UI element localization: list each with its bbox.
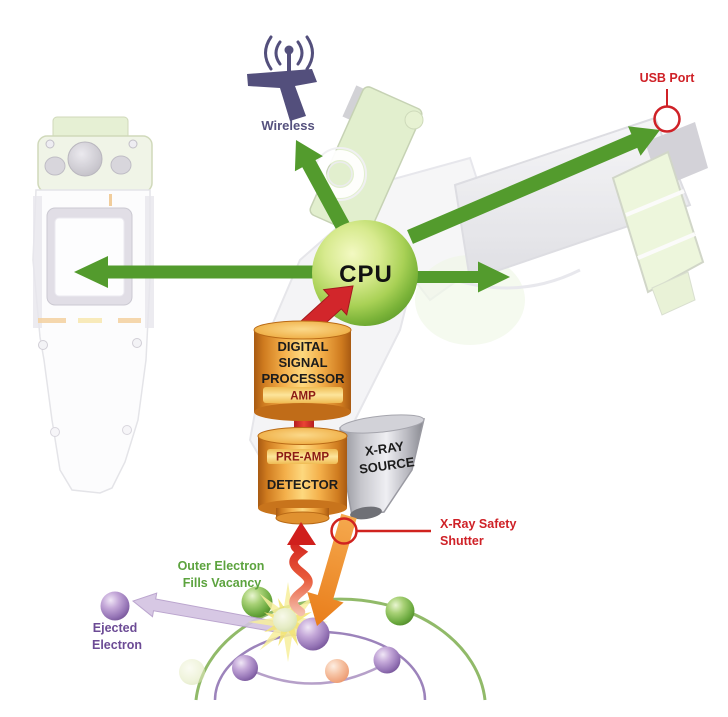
screw: [38, 340, 48, 350]
dsp-bottom: [254, 403, 351, 421]
shutter-label-2: Shutter: [440, 534, 484, 548]
cpu-label: CPU: [339, 261, 393, 288]
electron-green: [385, 596, 415, 626]
preamp-band: [267, 449, 338, 464]
detector-top: [257, 427, 348, 445]
rear-device-dash: [38, 318, 66, 323]
arrow-fluorescence: [287, 522, 316, 617]
ejected-electron-sphere: [100, 591, 130, 621]
battery-seam: [637, 232, 696, 260]
dsp-top: [253, 320, 352, 340]
usb-port-label: USB Port: [640, 71, 696, 85]
fluorescence-squiggle: [289, 538, 313, 617]
outer-electron-label-1: Outer Electron: [178, 559, 265, 573]
rear-device-screen: [54, 217, 125, 297]
shutter-marker: X-Ray Safety Shutter: [330, 517, 516, 548]
atom-diagram: [100, 582, 487, 701]
detector-block: PRE-AMP DETECTOR: [257, 427, 348, 525]
rear-device-button: [44, 156, 66, 176]
handheld-glyph: [247, 69, 317, 121]
amp-band: [263, 387, 343, 403]
lower-shell-arc: [239, 659, 391, 685]
rear-device-indicator: [109, 194, 112, 206]
arrow-cpu-to-wireless: [294, 140, 352, 234]
screw: [122, 425, 132, 435]
xray-source-nozzle: [350, 506, 382, 520]
screw: [132, 338, 142, 348]
dsp-label-1: DIGITAL: [277, 339, 328, 354]
vacancy-electron: [273, 608, 297, 632]
electron-purple: [373, 646, 401, 674]
rear-device-knob: [67, 141, 103, 177]
rear-device-side-rail: [33, 196, 42, 328]
carry-loop-inner: [327, 161, 353, 187]
xray-source: X-RAY SOURCE: [339, 414, 425, 520]
arrow-cpu-to-display: [74, 256, 335, 288]
electron-green: [241, 586, 273, 618]
usb-port-circle-icon: [653, 105, 681, 133]
signal-arc: [264, 35, 273, 71]
screw: [50, 427, 60, 437]
fluorescence-arrowhead: [287, 522, 316, 545]
usb-port-marker: USB Port: [640, 71, 696, 133]
device-handle: [453, 116, 692, 282]
dsp-block: DIGITAL SIGNAL PROCESSOR AMP: [253, 320, 352, 421]
electron-faint: [179, 659, 205, 685]
screw: [45, 139, 55, 149]
rear-device-dash: [78, 318, 102, 323]
preamp-label: PRE-AMP: [276, 452, 329, 464]
dsp-label-3: PROCESSOR: [261, 371, 345, 386]
outer-shell-arc: [194, 597, 487, 701]
impact-electron-sphere: [296, 617, 330, 651]
device-rear-view: [32, 116, 154, 494]
ejected-electron-label-1: Ejected: [93, 621, 137, 635]
xray-source-top: [339, 414, 425, 434]
rear-device-dash: [118, 318, 141, 323]
wireless-label: Wireless: [261, 118, 314, 133]
ejected-electron-label-2: Electron: [92, 638, 142, 652]
battery-seam: [625, 189, 685, 217]
shutter-circle-icon: [330, 517, 358, 545]
arrow-cpu-to-right: [400, 261, 510, 293]
detector-foot-tip: [275, 511, 330, 525]
antenna-dot: [284, 45, 294, 55]
electron-purple: [232, 655, 258, 681]
rear-device-button: [110, 155, 132, 175]
signal-arc: [274, 40, 282, 66]
data-flow-arrows: [74, 126, 660, 293]
signal-arc: [305, 35, 314, 71]
dsp-label-2: SIGNAL: [278, 355, 327, 370]
xray-source-label-1: X-RAY: [364, 438, 405, 458]
shutter-label-1: X-Ray Safety: [440, 517, 516, 531]
signal-arc: [296, 40, 304, 66]
battery-pack: [611, 150, 705, 294]
electron-peach: [325, 659, 349, 683]
wireless-icon: [247, 35, 317, 121]
amp-label: AMP: [290, 391, 316, 403]
arrow-xray-beam: [307, 513, 357, 626]
screw: [128, 139, 138, 149]
rear-device-side-rail: [145, 196, 154, 328]
battery-tip: [651, 271, 696, 316]
detector-label: DETECTOR: [267, 477, 339, 492]
outer-electron-label-2: Fills Vacancy: [183, 576, 262, 590]
top-module-nub: [404, 110, 424, 130]
arrow-cpu-to-usb: [407, 126, 660, 244]
device-handle-shadow: [454, 268, 581, 290]
detector-body: [258, 436, 347, 508]
